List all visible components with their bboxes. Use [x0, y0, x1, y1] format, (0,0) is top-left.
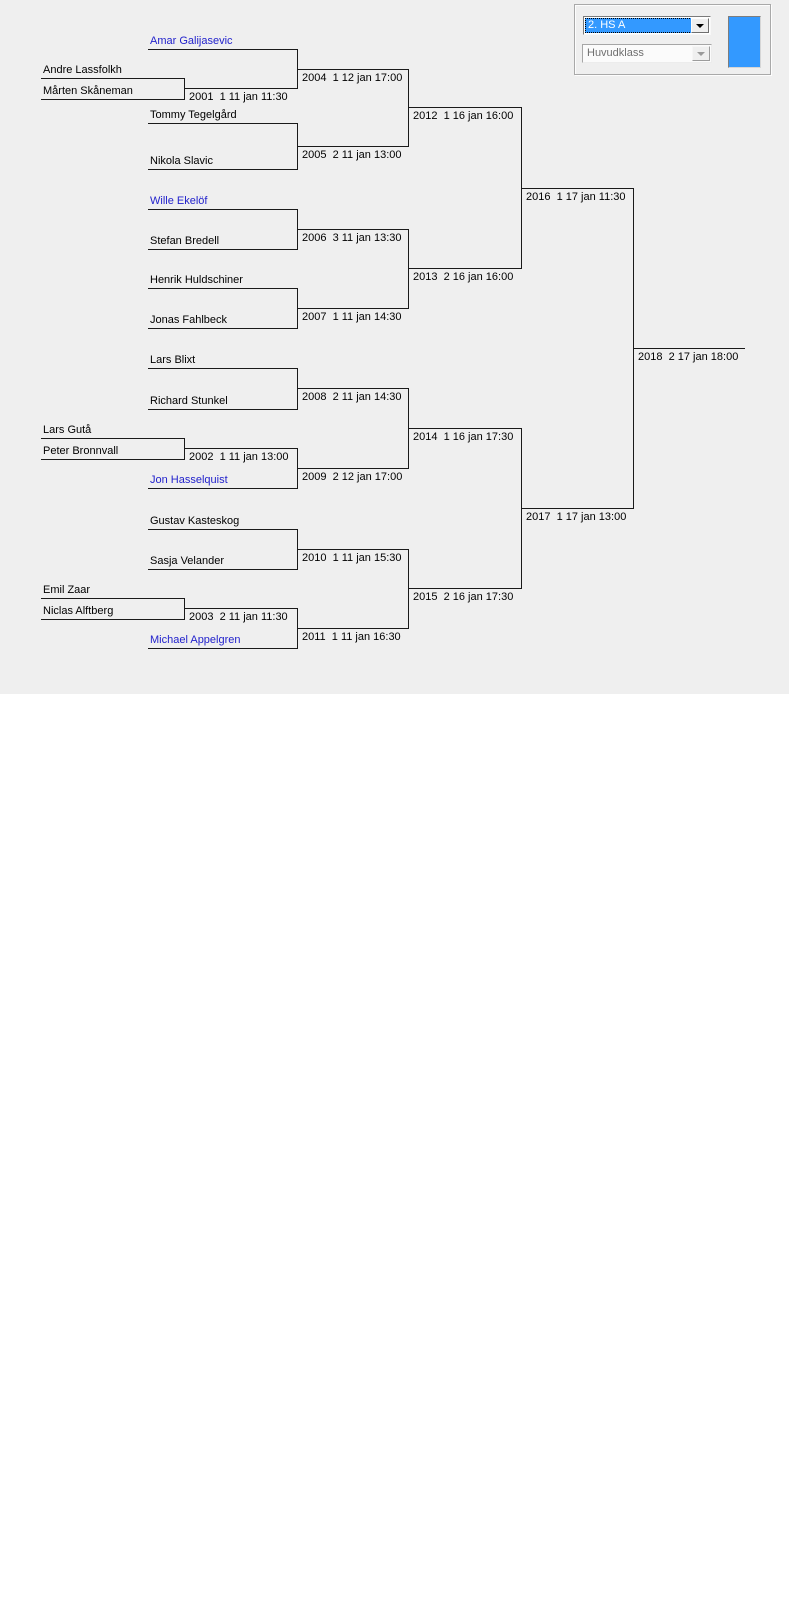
player-line [148, 169, 297, 170]
match-2009-label: 2009 2 12 jan 17:00 [302, 471, 403, 483]
match-2001-winner-line [184, 88, 297, 89]
match-2010-label: 2010 1 11 jan 15:30 [302, 552, 402, 564]
match-2016-label: 2016 1 17 jan 11:30 [526, 191, 626, 203]
class-color-swatch [728, 16, 761, 68]
player-line [148, 249, 297, 250]
match-2006-label: 2006 3 11 jan 13:30 [302, 232, 402, 244]
player-name: Lars Blixt [150, 354, 196, 366]
player-name[interactable]: Wille Ekelöf [150, 195, 208, 207]
chevron-down-icon [697, 51, 705, 56]
match-2012-winner-line [408, 107, 521, 108]
player-name: Peter Bronnvall [43, 445, 119, 457]
match-2013-label: 2013 2 16 jan 16:00 [413, 271, 514, 283]
match-2012-label: 2012 1 16 jan 16:00 [413, 110, 514, 122]
filter-combo: Huvudklass [582, 44, 712, 63]
player-line [148, 409, 297, 410]
match-2010-winner-line [297, 549, 408, 550]
player-line [41, 438, 184, 439]
player-name: Mårten Skåneman [43, 85, 133, 97]
match-2006-winner-line [297, 229, 408, 230]
player-line [148, 368, 297, 369]
player-line [148, 328, 297, 329]
match-2017-winner-line [521, 508, 633, 509]
player-name: Andre Lassfolkh [43, 64, 122, 76]
match-2003-winner-line [184, 608, 297, 609]
player-line [41, 598, 184, 599]
player-name[interactable]: Jon Hasselquist [150, 474, 228, 486]
match-2007-label: 2007 1 11 jan 14:30 [302, 311, 402, 323]
match-2002-label: 2002 1 11 jan 13:00 [189, 451, 289, 463]
player-name: Henrik Huldschiner [150, 274, 243, 286]
player-name[interactable]: Amar Galijasevic [150, 35, 233, 47]
class-combo[interactable]: 2. HS A [583, 16, 711, 35]
player-name: Nikola Slavic [150, 155, 213, 167]
player-name: Jonas Fahlbeck [150, 314, 228, 326]
player-line [148, 123, 297, 124]
class-combo-value: 2. HS A [585, 18, 692, 33]
player-line [41, 78, 184, 79]
filter-combo-value: Huvudklass [587, 47, 644, 59]
match-2015-label: 2015 2 16 jan 17:30 [413, 591, 514, 603]
player-line [148, 648, 297, 649]
match-2017-label: 2017 1 17 jan 13:00 [526, 511, 627, 523]
match-2008-label: 2008 2 11 jan 14:30 [302, 391, 402, 403]
match-2001-label: 2001 1 11 jan 11:30 [189, 91, 288, 103]
player-name: Lars Gutå [43, 424, 92, 436]
match-2014-label: 2014 1 16 jan 17:30 [413, 431, 514, 443]
player-name: Emil Zaar [43, 584, 91, 596]
player-line [41, 619, 184, 620]
player-name: Sasja Velander [150, 555, 224, 567]
filter-combo-dropdown-button [692, 46, 710, 61]
match-2012-connector [408, 69, 409, 147]
match-2016-winner-line [521, 188, 633, 189]
player-name[interactable]: Michael Appelgren [150, 634, 241, 646]
player-line [148, 288, 297, 289]
match-2003-label: 2003 2 11 jan 11:30 [189, 611, 288, 623]
player-name: Tommy Tegelgård [150, 109, 237, 121]
match-2004-label: 2004 1 12 jan 17:00 [302, 72, 403, 84]
match-2018-label: 2018 2 17 jan 18:00 [638, 351, 739, 363]
match-2002-connector [184, 438, 185, 460]
match-2009-winner-line [297, 468, 408, 469]
match-2004-winner-line [297, 69, 408, 70]
player-name: Richard Stunkel [150, 395, 228, 407]
match-2002-winner-line [184, 448, 297, 449]
class-combo-dropdown-button[interactable] [691, 18, 709, 33]
match-2011-label: 2011 1 11 jan 16:30 [302, 631, 401, 643]
class-selector-group: 2. HS A Huvudklass [574, 4, 771, 75]
match-2007-winner-line [297, 308, 408, 309]
match-2003-connector [184, 598, 185, 620]
player-line [148, 569, 297, 570]
player-line [41, 99, 184, 100]
player-line [148, 209, 297, 210]
match-2005-label: 2005 2 11 jan 13:00 [302, 149, 402, 161]
match-2018-winner-line [633, 348, 745, 349]
match-2015-connector [408, 549, 409, 629]
match-2008-connector [297, 368, 298, 410]
match-2014-winner-line [408, 428, 521, 429]
player-line [148, 488, 297, 489]
match-2013-winner-line [408, 268, 521, 269]
player-name: Niclas Alftberg [43, 605, 114, 617]
match-2013-connector [408, 229, 409, 309]
player-line [148, 49, 297, 50]
player-line [41, 459, 184, 460]
match-2001-connector [184, 78, 185, 100]
match-2005-winner-line [297, 146, 408, 147]
match-2015-winner-line [408, 588, 521, 589]
player-line [148, 529, 297, 530]
player-name: Stefan Bredell [150, 235, 220, 247]
match-2008-winner-line [297, 388, 408, 389]
chevron-down-icon [696, 23, 704, 28]
match-2011-winner-line [297, 628, 408, 629]
player-name: Gustav Kasteskog [150, 515, 240, 527]
